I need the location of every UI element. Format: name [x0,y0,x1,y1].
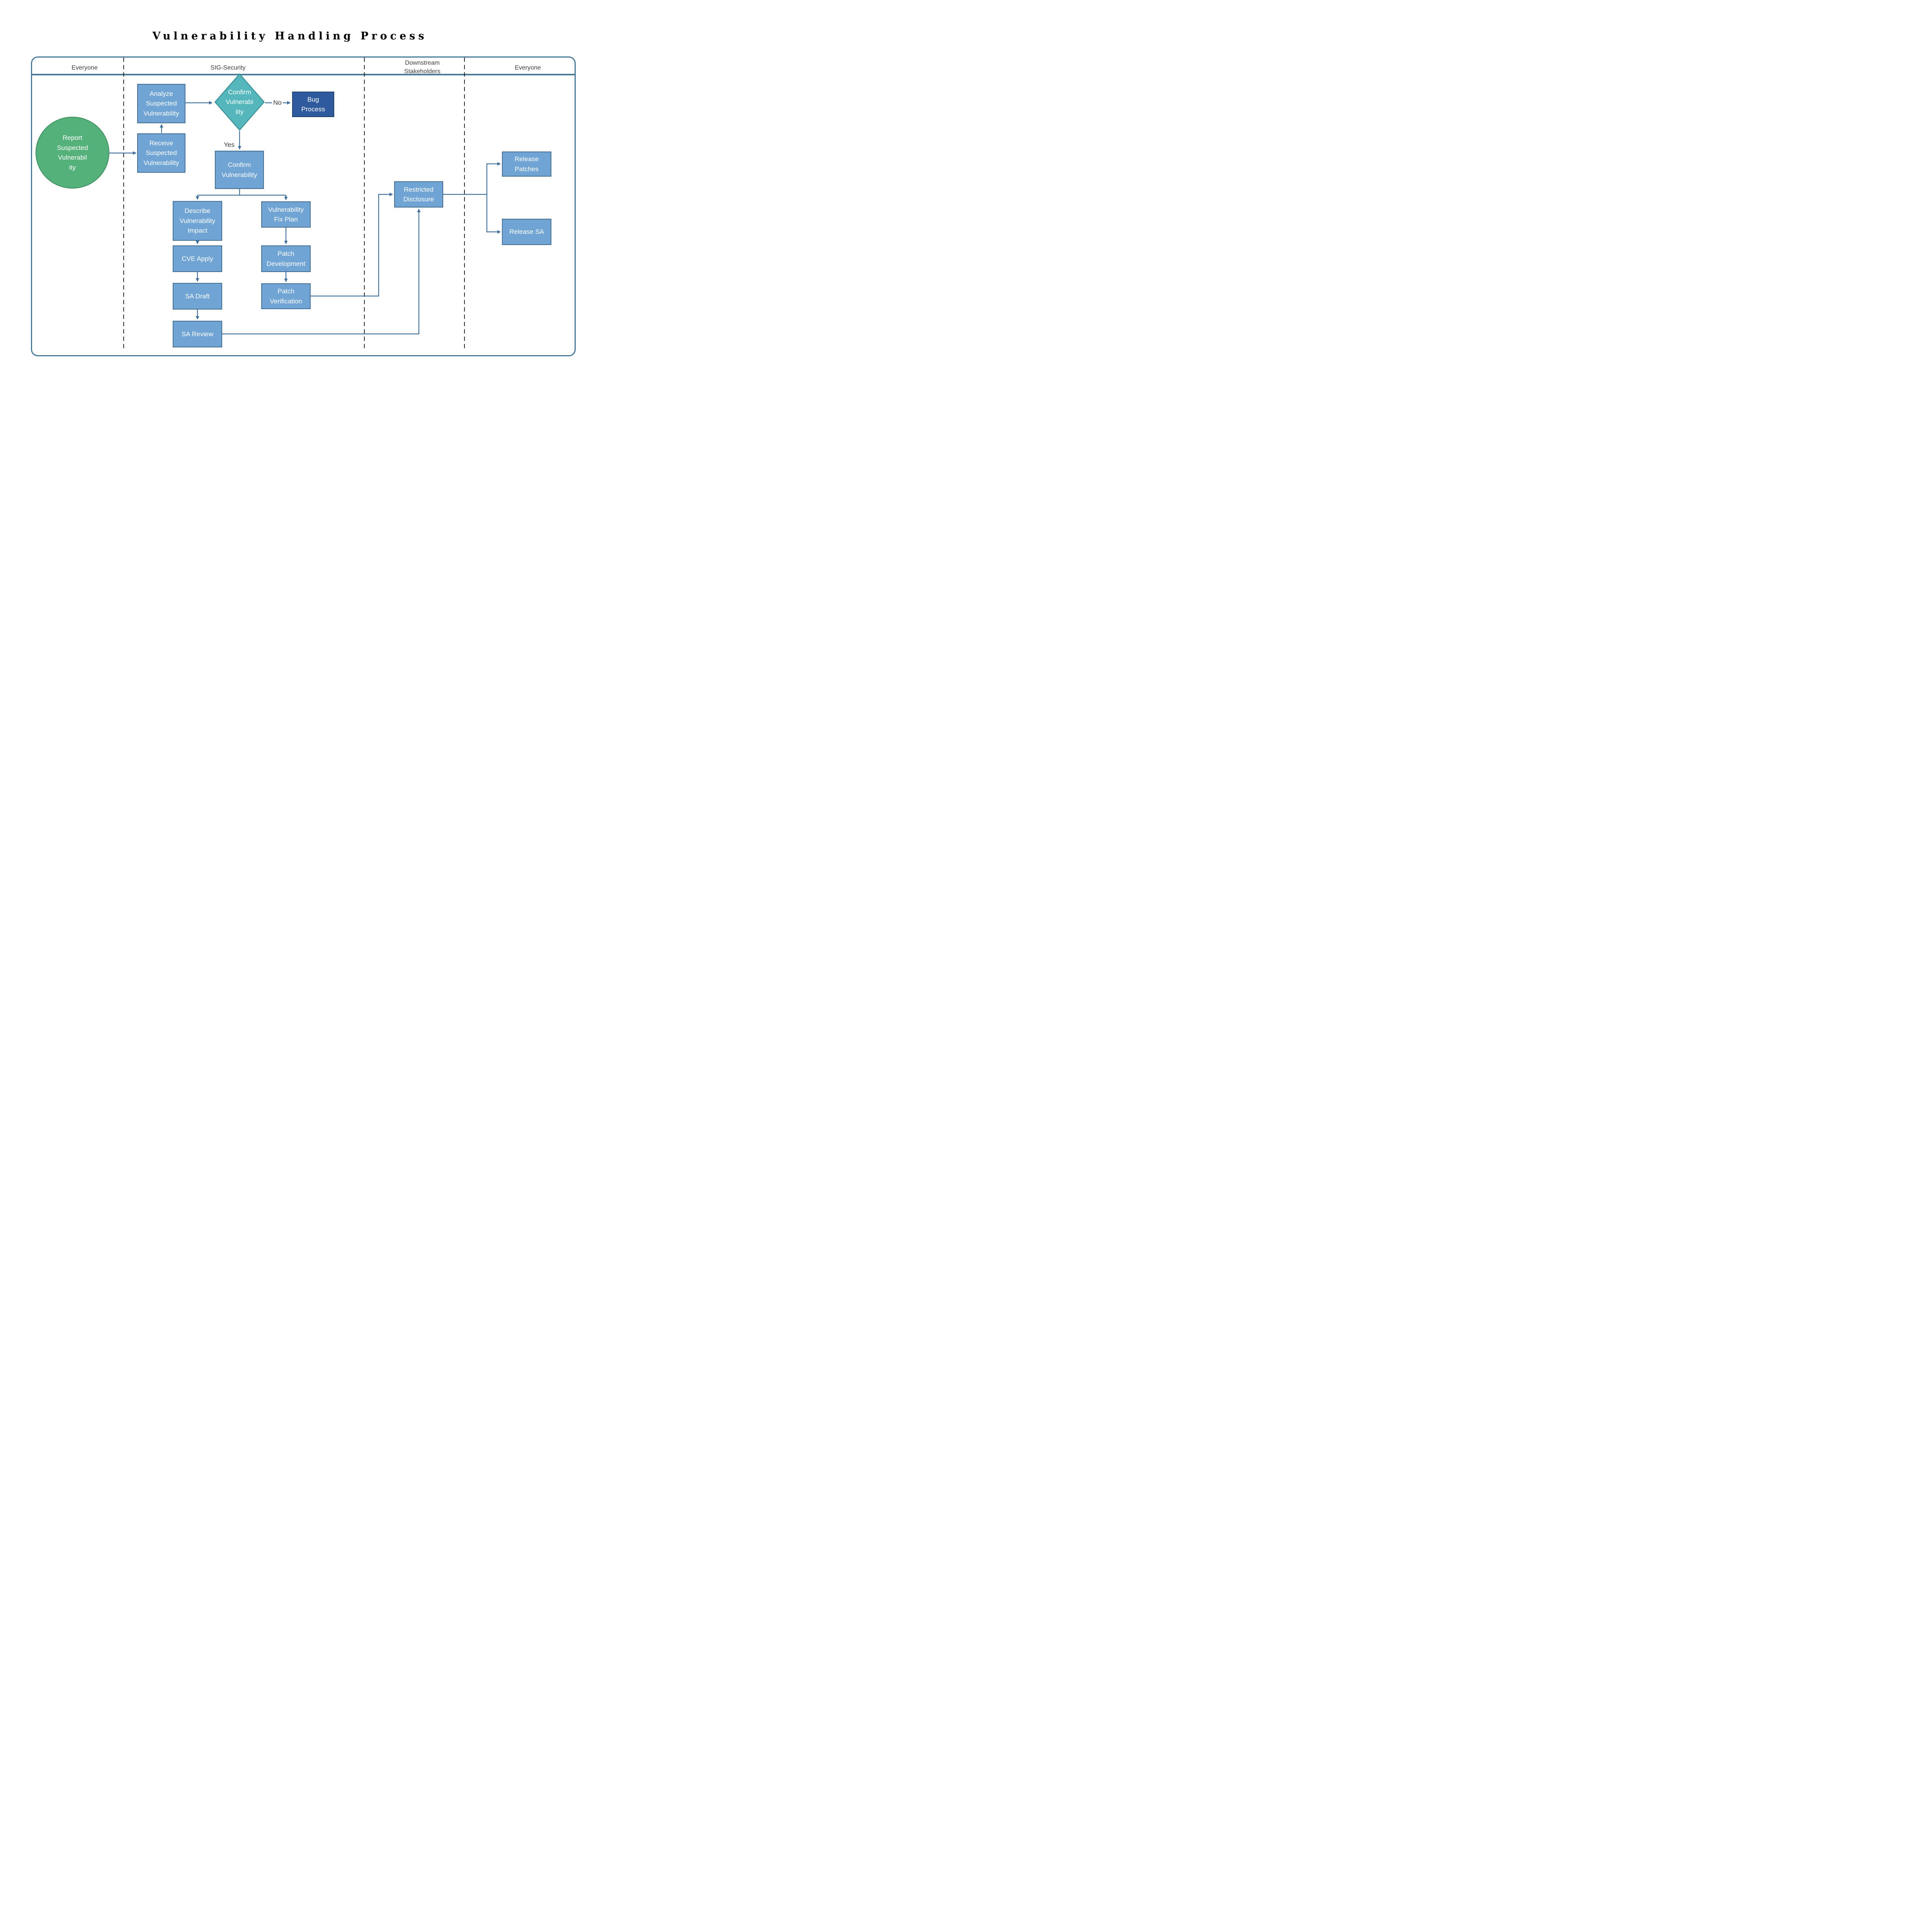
decision-label: Confirm Vulnerabi lity [226,88,253,116]
node-restricted-disclosure: Restricted Disclosure [394,181,443,208]
lane-header-sig-security: SIG-Security [210,65,246,71]
edge-patch-verification-to-restricted-disclosure [311,192,393,297]
node-analyze-suspected-vulnerability: Analyze Suspected Vulnerability [137,84,185,123]
node-patch-development: Patch Development [261,245,311,272]
node-sa-draft: SA Draft [173,283,222,310]
node-vulnerability-fix-plan: Vulnerability Fix Plan [261,201,311,228]
node-bug-process: Bug Process [292,92,334,117]
swimlane-frame [31,56,576,356]
node-release-patches: Release Patches [502,151,551,177]
node-receive-suspected-vulnerability: Receive Suspected Vulnerability [137,133,185,173]
lane-header-everyone-left: Everyone [71,65,98,71]
diagram-title: Vulnerability Handling Process [152,30,427,42]
decision-diamond-polygon [214,73,265,131]
edge-sa-review-to-restricted-disclosure [222,209,421,335]
edge-label-no: No [272,99,283,107]
edge-to-release-sa [486,194,501,234]
node-sa-review: SA Review [173,321,222,347]
edge-to-release-patches [486,162,501,194]
decision-diamond-shape [214,73,265,131]
node-describe-vulnerability-impact: Describe Vulnerability Impact [173,201,222,241]
diagram-canvas: Vulnerability Handling Process Everyone … [0,0,597,422]
lane-header-separator [31,74,576,75]
node-confirm-vulnerability: Confirm Vulnerability [215,151,264,189]
node-patch-verification: Patch Verification [261,283,311,309]
edge-label-yes: Yes [224,141,235,148]
node-decision-confirm-vulnerability: Confirm Vulnerabi lity [214,73,265,131]
lane-header-everyone-right: Everyone [515,65,541,71]
lane-header-downstream-stakeholders: Downstream Stakeholders [404,60,440,75]
node-release-sa: Release SA [502,219,551,245]
node-report-suspected-vulnerability: Report Suspected Vulnerabil ity [36,117,109,189]
node-cve-apply: CVE Apply [173,245,222,272]
